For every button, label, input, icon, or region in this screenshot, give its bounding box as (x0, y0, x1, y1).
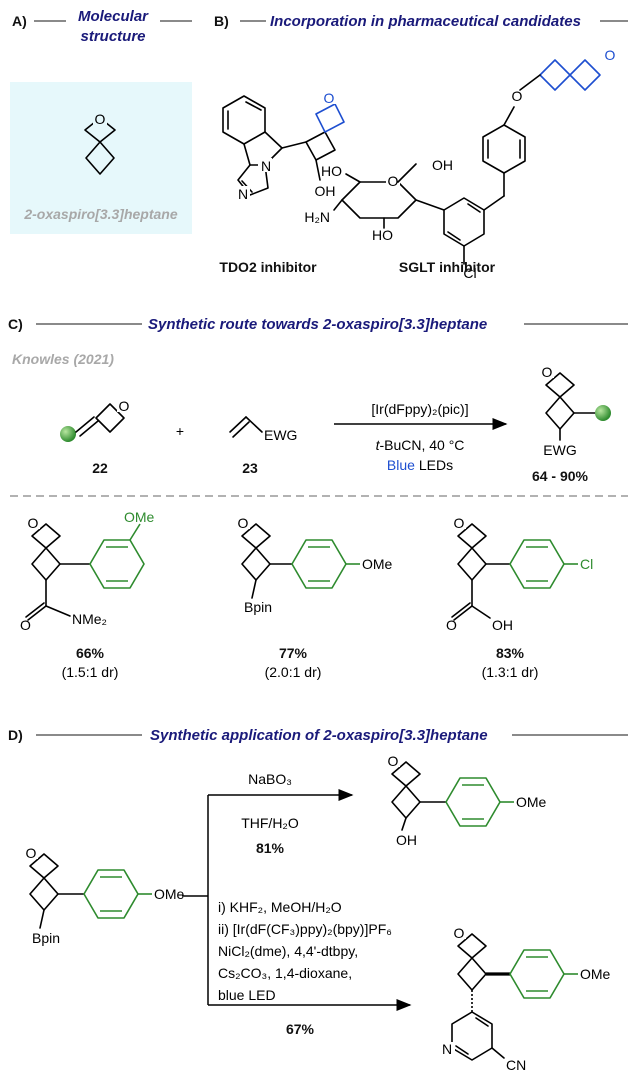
route-2-line4: Cs₂CO₃, 1,4-dioxane, (218, 965, 352, 981)
product-2-sub: OMe (580, 966, 611, 982)
svg-text:H₂N: H₂N (304, 209, 330, 225)
svg-text:Cl: Cl (463, 265, 476, 281)
svg-text:O: O (324, 90, 335, 106)
section-c-letter: C) (8, 316, 23, 332)
svg-text:O: O (95, 111, 106, 127)
example-3-group: OH (492, 617, 513, 633)
plus-sign: + (176, 423, 184, 439)
route-2-line5: blue LED (218, 987, 276, 1003)
start-group: Bpin (32, 930, 60, 946)
product-1-sub: OMe (516, 794, 547, 810)
example-3-dr: (1.3:1 dr) (482, 664, 539, 680)
section-c-title: Synthetic route towards 2-oxaspiro[3.3]h… (148, 316, 487, 333)
candidate-2-label: SGLT inhibitor (399, 259, 496, 275)
route-1-reagent: NaBO₃ (248, 771, 292, 787)
example-1-sub: OMe (124, 509, 155, 525)
reference: Knowles (2021) (12, 351, 114, 367)
svg-text:OH: OH (432, 157, 453, 173)
cycloaddition-product-structure: O (540, 364, 611, 441)
section-b-title: Incorporation in pharmaceutical candidat… (270, 13, 581, 30)
svg-text:O: O (26, 845, 37, 861)
solvent-condition: t-BuCN, 40 °C (376, 437, 465, 453)
yield-range: 64 - 90% (532, 468, 589, 484)
start-sub: OMe (154, 886, 185, 902)
svg-text:O: O (542, 364, 553, 380)
svg-text:N: N (261, 158, 271, 174)
route-2-line2: ii) [Ir(dF(CF₃)ppy)₂(bpy)]PF₆ (218, 921, 392, 937)
section-a-title-line2: structure (80, 28, 145, 45)
example-1-group: NMe₂ (72, 611, 107, 627)
example-2-dr: (2.0:1 dr) (265, 664, 322, 680)
structure-box (10, 82, 192, 234)
svg-text:O: O (119, 398, 130, 414)
svg-text:O: O (28, 515, 39, 531)
product-1-group: OH (396, 832, 417, 848)
example-3-structure: O (451, 515, 578, 621)
light-condition: Blue LEDs (387, 457, 453, 473)
starting-material-structure: O (24, 845, 152, 929)
route-1-yield: 81% (256, 840, 285, 856)
tdo2-inhibitor-structure: N N O OH (222, 90, 345, 202)
reactant-23-structure (229, 416, 263, 438)
section-c: C) Synthetic route towards 2-oxaspiro[3.… (8, 316, 628, 680)
compound-23-label: 23 (242, 460, 258, 476)
pyridine-n: N (442, 1041, 452, 1057)
svg-text:HO: HO (372, 227, 393, 243)
example-1-structure: O (25, 515, 145, 621)
candidate-1-label: TDO2 inhibitor (219, 259, 317, 275)
example-3-sub: Cl (580, 556, 593, 572)
example-1-carbonyl-o: O (20, 617, 31, 633)
example-2-yield: 77% (279, 645, 308, 661)
reactant-22-structure: O (60, 398, 131, 442)
svg-text:O: O (388, 753, 399, 769)
catalyst-condition: [Ir(dFppy)₂(pic)] (371, 401, 468, 417)
example-3-yield: 83% (496, 645, 525, 661)
example-2-sub: OMe (362, 556, 393, 572)
arylated-product-structure: O (441, 925, 578, 1061)
svg-text:O: O (605, 47, 616, 63)
compound-name: 2-oxaspiro[3.3]heptane (23, 206, 177, 222)
route-2-line1: i) KHF₂, MeOH/H₂O (218, 899, 342, 915)
section-a-letter: A) (12, 13, 27, 29)
product-2-cn: CN (506, 1057, 526, 1073)
example-2-group: Bpin (244, 599, 272, 615)
example-2-structure: O (236, 515, 360, 599)
section-a: A) Molecular structure O 2-oxaspiro[3.3]… (10, 8, 192, 234)
section-b-letter: B) (214, 13, 229, 29)
svg-text:O: O (238, 515, 249, 531)
sglt-inhibitor-structure: O O Cl O OH HO H₂N HO (304, 47, 619, 281)
section-b: B) Incorporation in pharmaceutical candi… (214, 13, 628, 281)
section-d-title: Synthetic application of 2-oxaspiro[3.3]… (150, 727, 488, 744)
route-1-solvent: THF/H₂O (241, 815, 299, 831)
section-d-letter: D) (8, 727, 23, 743)
svg-text:N: N (238, 186, 248, 202)
route-2-yield: 67% (286, 1021, 315, 1037)
svg-text:O: O (454, 925, 465, 941)
svg-text:HO: HO (321, 163, 342, 179)
svg-text:O: O (388, 173, 399, 189)
example-1-dr: (1.5:1 dr) (62, 664, 119, 680)
example-1-yield: 66% (76, 645, 105, 661)
svg-text:O: O (512, 88, 523, 104)
svg-text:OH: OH (315, 183, 336, 199)
product-ewg-label: EWG (543, 442, 576, 458)
oxaspiroheptane-structure: O (84, 111, 116, 175)
svg-text:O: O (454, 515, 465, 531)
example-3-carbonyl-o: O (446, 617, 457, 633)
route-2-line3: NiCl₂(dme), 4,4'-dtbpy, (218, 943, 358, 959)
section-d: D) Synthetic application of 2-oxaspiro[3… (8, 727, 628, 1073)
section-a-title-line1: Molecular (78, 8, 149, 25)
ewg-label: EWG (264, 427, 297, 443)
compound-22-label: 22 (92, 460, 108, 476)
alcohol-product-structure: O (386, 753, 514, 831)
